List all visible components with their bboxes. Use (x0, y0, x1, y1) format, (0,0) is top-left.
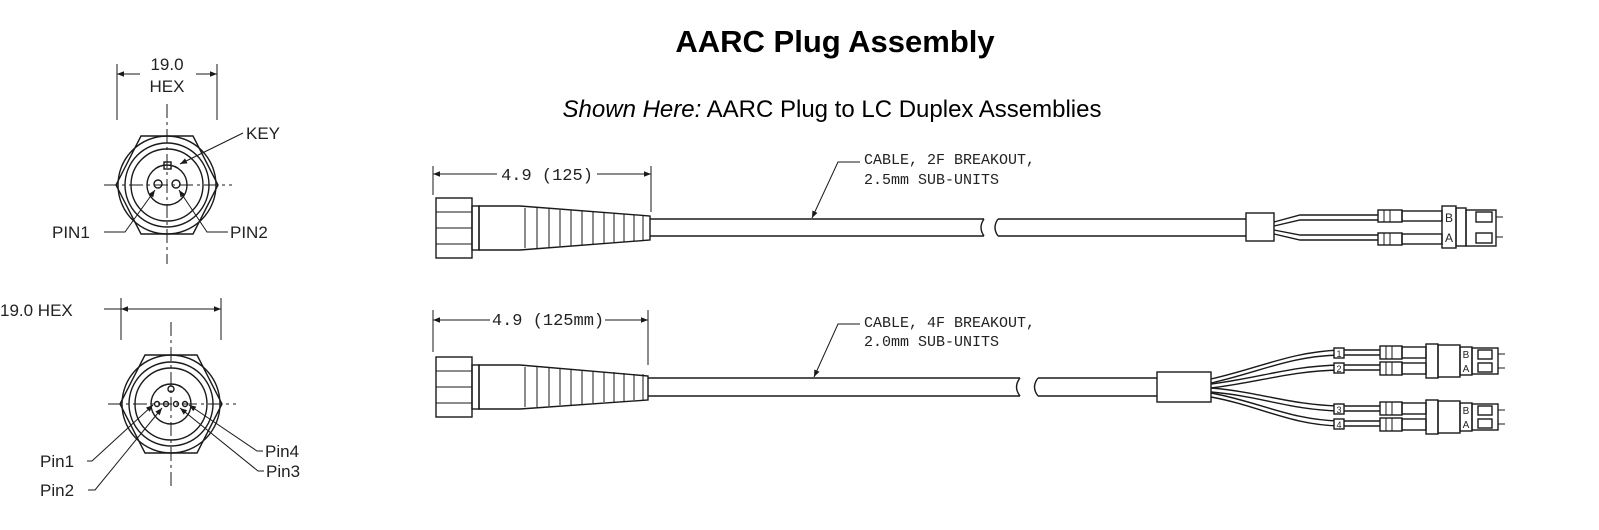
plug-length-dimension: 4.9 (125) (501, 167, 593, 186)
pin1-label: Pin1 (40, 452, 74, 471)
pin2-label: Pin2 (40, 481, 74, 500)
fiber-label-b: B (1463, 350, 1470, 361)
plug-length-dimension: 4.9 (125mm) (492, 312, 604, 331)
pin3-label: Pin3 (266, 462, 300, 481)
fiber-label-a: A (1463, 420, 1470, 431)
fiber-label-b: B (1445, 211, 1453, 225)
lc-duplex-connector: B A (1377, 205, 1503, 249)
pin2-label: PIN2 (230, 223, 268, 242)
assembly-2f-side-view: 4.9 (125) CABLE, 2F BREAKOUT, 2.5mm SUB-… (432, 152, 1503, 259)
key-label: KEY (246, 124, 280, 143)
fiber-number-1: 1 (1336, 349, 1341, 359)
assembly-4f-side-view: 4.9 (125mm) CABLE, 4F BREAKOUT, 2.0mm SU… (432, 310, 1505, 435)
fiber-label-a: A (1463, 364, 1470, 375)
lc-duplex-connector-lower: B A (1379, 399, 1505, 435)
lc-duplex-connector-upper: B A (1379, 343, 1505, 379)
cable-spec-line1: CABLE, 4F BREAKOUT, (864, 315, 1035, 332)
fiber-number-4: 4 (1336, 420, 1341, 430)
pin4-label: Pin4 (265, 442, 299, 461)
cable-spec-line2: 2.0mm SUB-UNITS (864, 334, 999, 351)
subtitle-rest: AARC Plug to LC Duplex Assemblies (701, 96, 1102, 123)
page-subtitle: Shown Here: AARC Plug to LC Duplex Assem… (0, 96, 1599, 124)
cable-spec-line2: 2.5mm SUB-UNITS (864, 172, 999, 189)
fiber-label-a: A (1445, 231, 1453, 245)
pin1-label: PIN1 (52, 223, 90, 242)
connector-2pin-front-view: 19.0 HEX KEY PIN1 PIN2 (52, 55, 280, 264)
page-title: AARC Plug Assembly (675, 24, 995, 59)
cable-spec-line1: CABLE, 2F BREAKOUT, (864, 152, 1035, 169)
fiber-number-2: 2 (1336, 364, 1341, 374)
subtitle-lead: Shown Here: (562, 96, 702, 123)
hex-dimension-value: 19.0 (150, 55, 183, 74)
hex-dimension-hex: HEX (150, 77, 185, 96)
hex-dimension-label: 19.0 HEX (0, 301, 73, 320)
connector-4pin-front-view: 19.0 HEX Pin1 Pin2 Pin3 Pin4 (0, 298, 300, 500)
fiber-number-3: 3 (1336, 405, 1341, 415)
fiber-label-b: B (1463, 406, 1470, 417)
